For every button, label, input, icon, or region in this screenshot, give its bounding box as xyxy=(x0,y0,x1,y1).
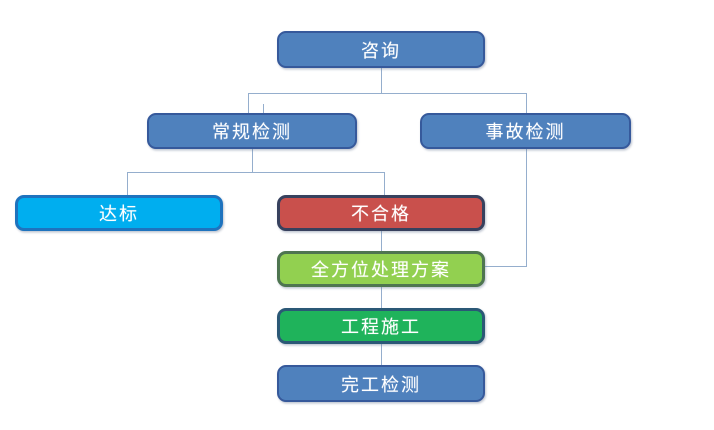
node-consult-label: 咨询 xyxy=(361,40,401,62)
node-fail: 不合格 xyxy=(277,195,485,231)
connector-regular-test-down xyxy=(252,149,253,172)
connector-stub xyxy=(263,104,264,113)
connector-to-fail xyxy=(384,172,385,195)
connector-plan-to-construction xyxy=(381,287,382,308)
node-construction-label: 工程施工 xyxy=(341,317,421,338)
connector-construction-to-completion xyxy=(381,344,382,365)
connector-top-horizontal xyxy=(248,93,527,94)
node-consult: 咨询 xyxy=(277,31,485,68)
connector-fail-to-plan xyxy=(381,231,382,251)
connector-consult-down xyxy=(381,68,382,93)
node-fail-label: 不合格 xyxy=(351,204,411,225)
connector-mid-horizontal xyxy=(127,172,384,173)
connector-to-pass xyxy=(127,172,128,195)
node-regular-test-label: 常规检测 xyxy=(212,122,292,143)
node-pass: 达标 xyxy=(15,195,223,231)
connector-accident-to-plan xyxy=(485,266,527,267)
connector-accident-down xyxy=(526,149,527,266)
node-pass-label: 达标 xyxy=(99,204,139,225)
connector-to-regular-test xyxy=(248,93,249,113)
node-accident-test-label: 事故检测 xyxy=(485,122,566,143)
node-completion-label: 完工检测 xyxy=(341,374,421,396)
node-construction: 工程施工 xyxy=(277,308,485,344)
node-regular-test: 常规检测 xyxy=(147,113,357,149)
node-completion: 完工检测 xyxy=(277,365,485,402)
node-accident-test: 事故检测 xyxy=(420,113,631,149)
connector-to-accident-test xyxy=(526,93,527,113)
node-plan: 全方位处理方案 xyxy=(277,251,485,287)
node-plan-label: 全方位处理方案 xyxy=(311,260,451,281)
